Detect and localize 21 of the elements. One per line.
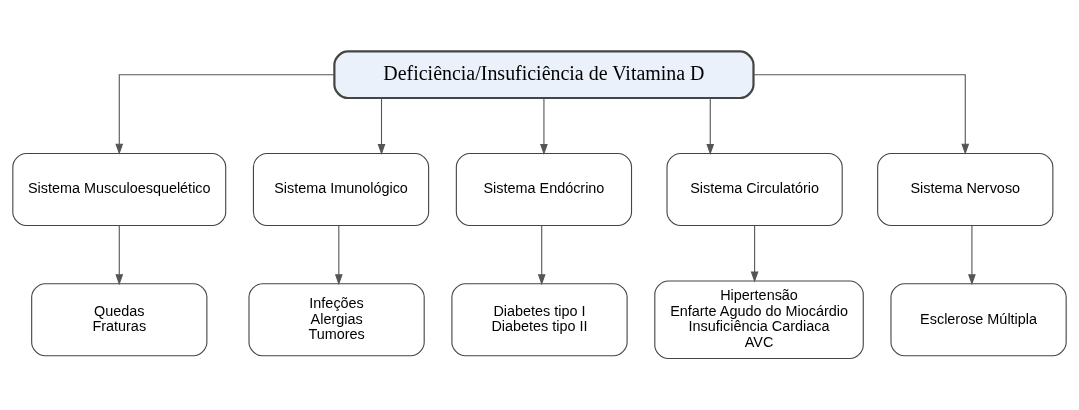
node-box: Deficiência/Insuficiência de Vitamina D [333,50,755,100]
node-box: Sistema Imunológico [252,152,430,227]
node-box: Diabetes tipo I Diabetes tipo II [451,283,628,357]
arrow [540,97,548,156]
arrow [750,225,759,283]
arrow [968,225,976,286]
node-box: Sistema Endócrino [455,152,633,227]
arrow [115,74,335,155]
arrow [537,225,546,286]
node-box: Sistema Musculoesquelético [12,152,227,227]
node-box: Quedas Fraturas [31,283,208,357]
node-box: Hipertensão Enfarte Agudo do Miocárdio Insuficiência Cardiaca AVC [654,280,864,360]
arrow [377,97,386,156]
arrow [115,225,124,286]
arrow [706,97,715,156]
arrow [334,225,343,286]
arrow [753,74,970,155]
node-box: Sistema Circulatório [666,152,843,227]
node-box: Sistema Nervoso [877,152,1054,227]
node-box: Infeções Alergias Tumores [248,283,425,357]
node-box: Esclerose Múltipla [890,283,1067,357]
